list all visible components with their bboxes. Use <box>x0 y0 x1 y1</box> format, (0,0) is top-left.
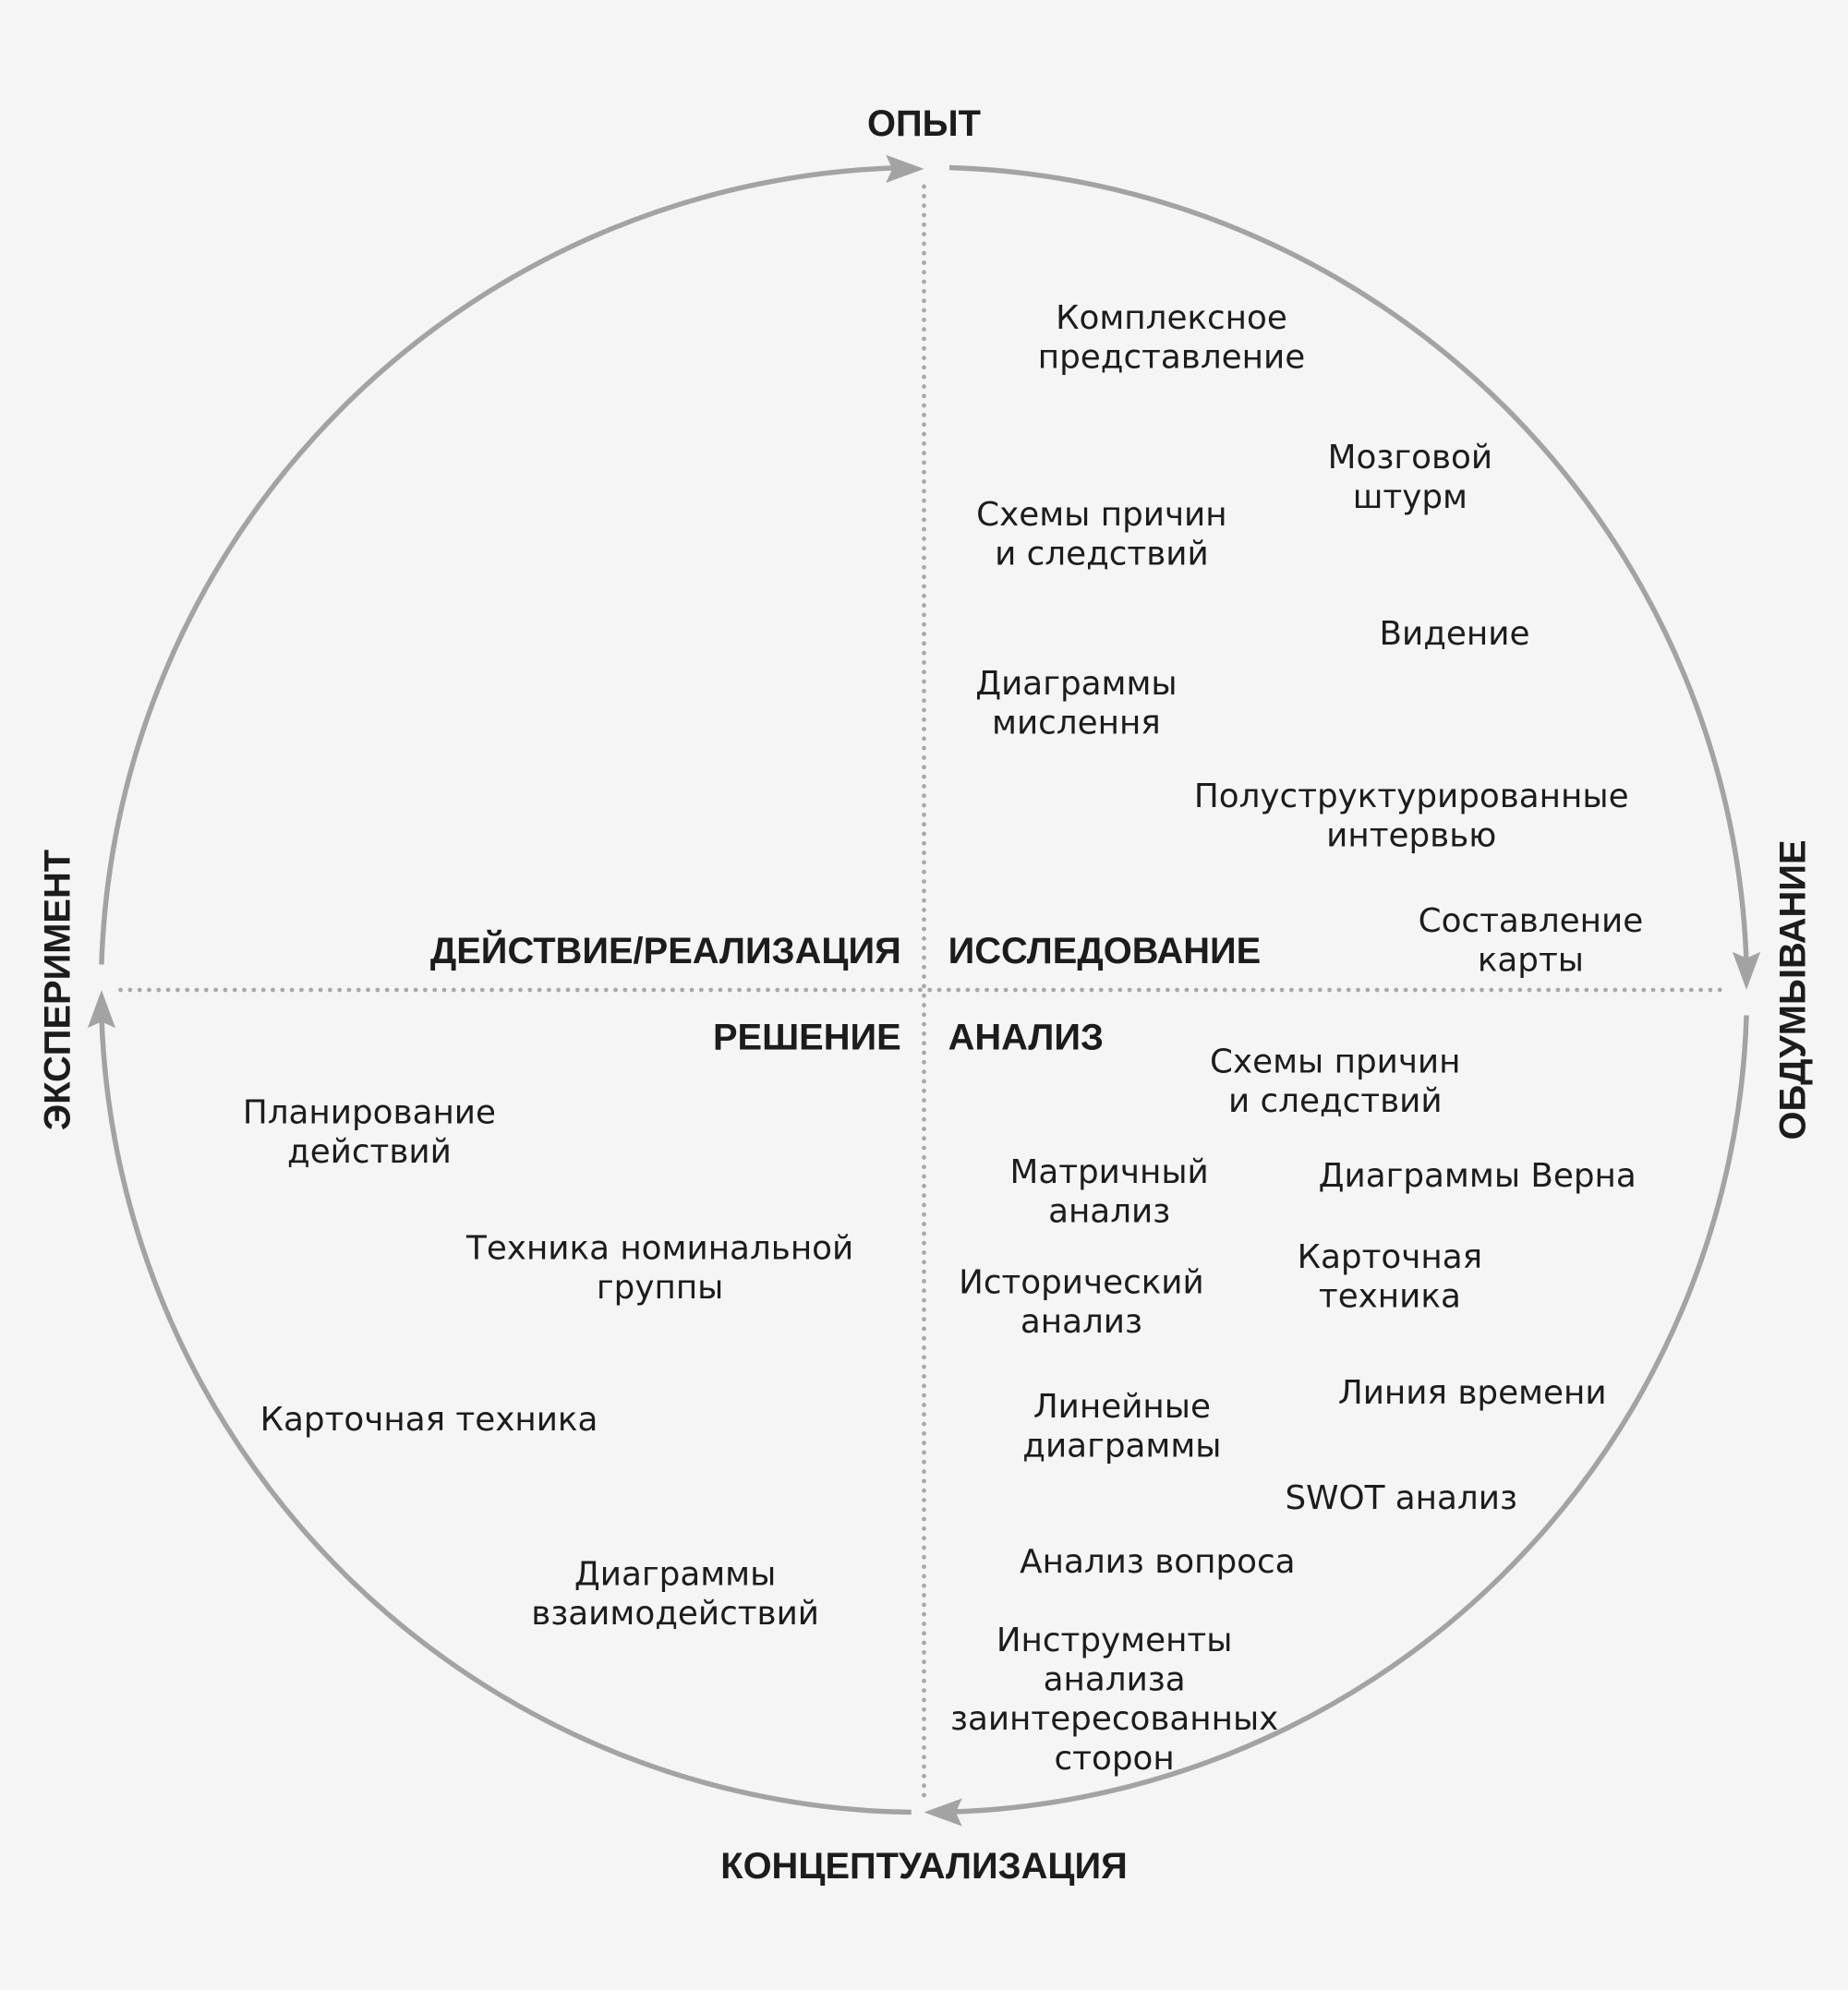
technique-item-line: анализ <box>1021 1303 1142 1341</box>
arc-bottom-left <box>99 1015 912 1815</box>
quadrant-label-top-left: ДЕЙСТВИЕ/РЕАЛИЗАЦИЯ <box>430 929 901 971</box>
technique-item-line: Диаграммы <box>574 1556 776 1594</box>
cycle-circle <box>99 164 1749 1815</box>
arrow-down-icon <box>1732 951 1761 991</box>
axis-label-left: ЭКСПЕРИМЕНТ <box>38 850 79 1130</box>
technique-item-line: Схемы причин <box>1210 1043 1460 1080</box>
technique-item-line: мислення <box>992 704 1161 742</box>
technique-item-line: диаграммы <box>1022 1428 1221 1465</box>
technique-item-line: карты <box>1478 941 1584 979</box>
technique-item-line: штурм <box>1353 478 1468 516</box>
technique-item-line: Карточная техника <box>260 1401 598 1439</box>
technique-item-line: и следствий <box>995 536 1209 573</box>
technique-item-line: заинтересованных <box>950 1700 1278 1738</box>
technique-item-line: Составление <box>1419 902 1644 940</box>
technique-item-line: Видение <box>1379 615 1529 653</box>
technique-item-line: Техника номинальной <box>465 1229 853 1267</box>
technique-item: Диаграммы Верна <box>1319 1157 1637 1195</box>
technique-item-line: Диаграммы Верна <box>1319 1157 1637 1195</box>
axis-label-right: ОБДУМЫВАНИЕ <box>1772 839 1813 1140</box>
technique-item-line: представление <box>1038 339 1305 377</box>
technique-item-line: Планирование <box>243 1093 496 1131</box>
technique-item-line: Мозговой <box>1328 439 1492 476</box>
technique-item-line: Линейные <box>1033 1388 1211 1426</box>
arrow-up-icon <box>87 990 116 1029</box>
axis-label-top: ОПЫТ <box>867 103 981 144</box>
technique-item-line: анализ <box>1048 1193 1170 1231</box>
technique-item-line: группы <box>597 1269 724 1307</box>
technique-item-line: интервью <box>1326 817 1496 855</box>
technique-item-line: действий <box>287 1133 452 1171</box>
arc-top-right <box>948 164 1749 965</box>
arc-bottom-right <box>936 1015 1749 1815</box>
technique-item-line: Инструменты <box>996 1622 1233 1659</box>
technique-item: Анализ вопроса <box>1020 1543 1295 1581</box>
technique-item-line: Исторический <box>959 1263 1204 1301</box>
technique-item-line: Диаграммы <box>975 665 1177 703</box>
technique-item-line: Матричный <box>1010 1153 1209 1191</box>
axis-label-bottom: КОНЦЕПТУАЛИЗАЦИЯ <box>720 1846 1128 1887</box>
technique-item-line: взаимодействий <box>531 1595 819 1633</box>
technique-item-line: техника <box>1319 1278 1461 1316</box>
technique-item-line: Анализ вопроса <box>1020 1543 1295 1581</box>
arrow-right-icon <box>886 154 924 183</box>
technique-item-line: Схемы причин <box>976 496 1226 534</box>
technique-item-line: Комплексное <box>1056 299 1287 337</box>
technique-item: Видение <box>1379 615 1529 653</box>
technique-item-line: анализа <box>1044 1661 1186 1699</box>
quadrant-label-bottom-left: РЕШЕНИЕ <box>713 1018 901 1058</box>
quadrant-label-bottom-right: АНАЛИЗ <box>948 1018 1104 1058</box>
technique-item-line: Карточная <box>1298 1238 1482 1276</box>
technique-item-line: сторон <box>1055 1740 1175 1778</box>
technique-item: Линия времени <box>1338 1374 1607 1412</box>
technique-item-line: и следствий <box>1228 1082 1443 1120</box>
technique-item: SWOT анализ <box>1286 1479 1517 1517</box>
technique-item: Карточная техника <box>260 1401 598 1439</box>
technique-item-line: SWOT анализ <box>1286 1479 1517 1517</box>
quadrant-label-top-right: ИССЛЕДОВАНИЕ <box>948 931 1262 971</box>
arc-top-left <box>99 164 904 965</box>
technique-item-line: Линия времени <box>1338 1374 1607 1412</box>
arrow-left-icon <box>924 1798 962 1827</box>
technique-item-line: Полуструктурированные <box>1194 778 1629 815</box>
